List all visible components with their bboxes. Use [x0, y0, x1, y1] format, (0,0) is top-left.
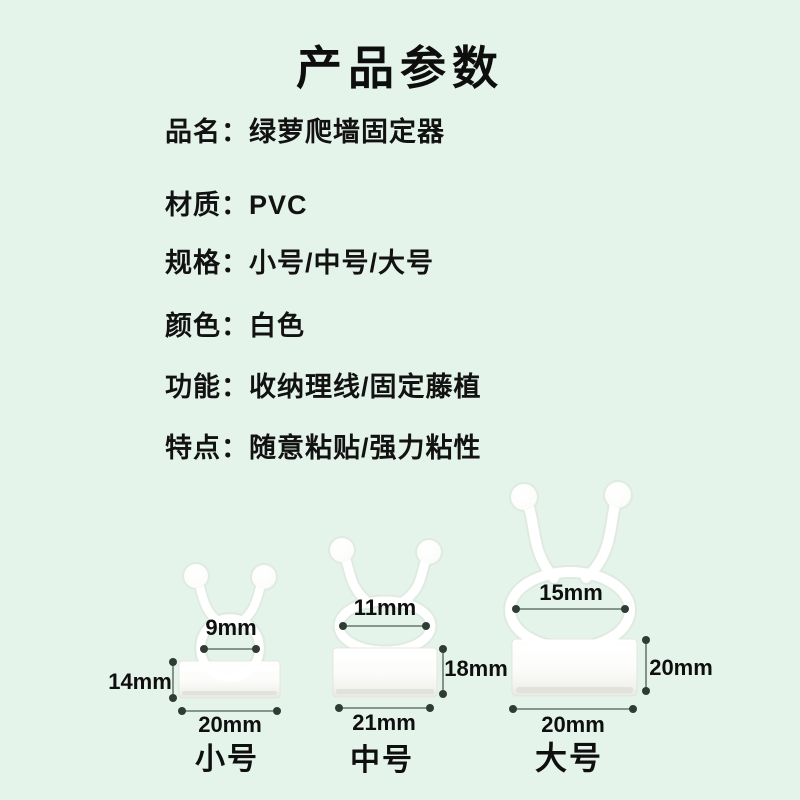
dim-inner-width-large: 15mm — [539, 580, 603, 605]
spec-row-color: 颜色： 白色 — [165, 311, 305, 341]
spec-value: 小号/中号/大号 — [249, 248, 435, 278]
spec-row-feature: 特点： 随意粘贴/强力粘性 — [165, 433, 482, 463]
spec-value: PVC — [249, 190, 308, 220]
clip-medium-illustration — [328, 536, 447, 712]
dim-height-small: 14mm — [108, 669, 172, 694]
dim-height-large: 20mm — [649, 655, 713, 680]
dim-inner-width-medium: 11mm — [353, 595, 417, 620]
spec-label: 材质： — [165, 190, 249, 220]
page-title: 产品参数 — [296, 42, 504, 94]
dim-base-width-medium: 21mm — [352, 710, 416, 735]
spec-value: 绿萝爬墙固定器 — [249, 117, 445, 147]
size-name-large: 大号 — [534, 740, 604, 776]
clip-large-illustration — [503, 480, 650, 713]
spec-row-product-name: 品名： 绿萝爬墙固定器 — [165, 117, 445, 147]
spec-row-sizes: 规格： 小号/中号/大号 — [165, 248, 434, 278]
spec-label: 颜色： — [165, 311, 249, 341]
dim-base-width-small: 20mm — [198, 712, 262, 737]
spec-value: 随意粘贴/强力粘性 — [249, 433, 482, 463]
dim-height-medium: 18mm — [444, 656, 508, 681]
spec-value: 收纳理线/固定藤植 — [249, 372, 482, 402]
size-name-small: 小号 — [195, 743, 259, 776]
clip-small-illustration — [169, 562, 281, 715]
dim-base-width-large: 20mm — [541, 712, 605, 737]
spec-row-function: 功能： 收纳理线/固定藤植 — [165, 372, 482, 402]
spec-label: 规格： — [165, 248, 249, 278]
spec-row-material: 材质： PVC — [165, 190, 308, 220]
dim-inner-width-small: 9mm — [205, 615, 257, 640]
spec-label: 特点： — [165, 433, 249, 463]
spec-value: 白色 — [249, 311, 305, 341]
spec-label: 功能： — [165, 372, 249, 402]
size-name-medium: 中号 — [350, 744, 414, 777]
spec-label: 品名： — [165, 117, 249, 147]
